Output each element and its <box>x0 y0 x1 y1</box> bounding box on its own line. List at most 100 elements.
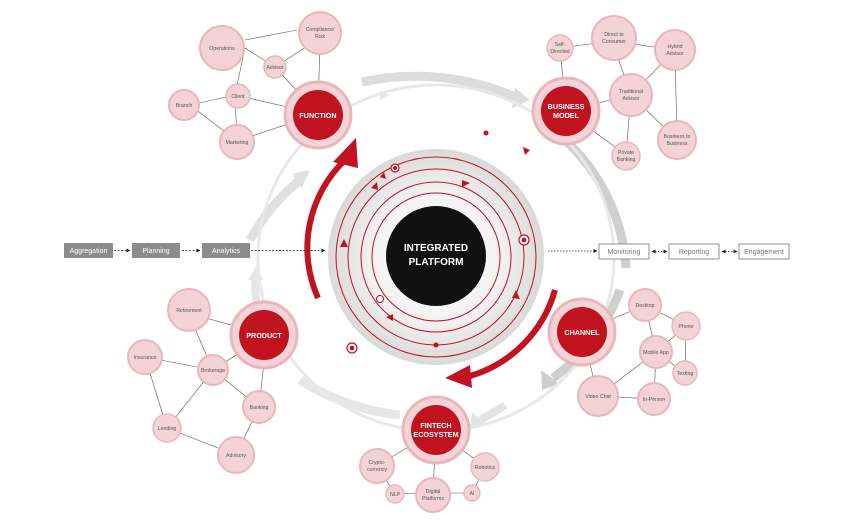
node-insurance <box>127 339 163 375</box>
hub-product <box>239 310 289 360</box>
node-video-chat-label: Video Chat <box>585 394 611 400</box>
node-ai-label: AI <box>470 491 475 497</box>
business-model-cluster: Self- Directed Direct to Consumer Hybrid… <box>531 15 697 171</box>
node-phone-label: Phone <box>678 324 693 330</box>
flow-box-reporting <box>668 243 720 260</box>
center-disc <box>386 206 486 306</box>
flow-label-monitoring: Monitoring <box>608 249 641 256</box>
red-orbits <box>335 156 537 358</box>
node-digital-platforms-label-2: Platforms <box>422 496 444 502</box>
hub-fintech <box>411 405 461 455</box>
node-marketing-label: Marketing <box>226 140 249 146</box>
node-ai <box>463 484 481 502</box>
flow-box-monitoring <box>598 243 650 260</box>
hub-channel <box>557 307 607 357</box>
node-in-person <box>637 382 671 416</box>
node-desktop-label: Desktop <box>635 303 654 309</box>
flow-label-engagement: Engagement <box>744 249 784 256</box>
node-b2b-label-1: Business to <box>664 134 691 140</box>
node-self-directed-label-2: Directed <box>550 49 569 55</box>
orbit-markers <box>340 130 530 354</box>
node-lending <box>152 413 182 443</box>
node-compliance-label-1: Compliance/ <box>306 27 335 33</box>
node-mobile-app-label: Mobile App <box>643 350 669 356</box>
node-self-directed-label-1: Self- <box>555 42 566 48</box>
node-advisor-label: Advisor <box>266 65 284 71</box>
center-label-2: PLATFORM <box>409 257 464 268</box>
center-label-1: INTEGRATED <box>404 243 468 254</box>
node-cryptocurrency <box>359 448 395 484</box>
node-branch <box>168 89 200 121</box>
node-banking <box>242 390 276 424</box>
channel-cluster: Desktop Phone Mobile App Texting Video C… <box>547 288 701 417</box>
hub-fintech-label-1: FINTECH <box>420 421 451 430</box>
hub-fintech-label-2: ECOSYSTEM <box>413 430 458 439</box>
hub-function <box>293 90 343 140</box>
node-crypto-label-1: Crypto- <box>368 460 385 466</box>
hub-business-model <box>541 86 591 136</box>
node-digital-platforms-label-1: Digital <box>426 489 440 495</box>
node-hybrid-advisor-label-1: Hybrid <box>668 44 683 50</box>
node-private-banking-label-1: Private <box>618 150 634 156</box>
node-compliance-label-2: Risk <box>315 34 325 40</box>
node-retirement-label: Retirement <box>176 308 202 314</box>
node-crypto-label-2: currency <box>367 467 387 473</box>
flow-box-engagement <box>738 243 790 260</box>
node-brokerage-label: Brokerage <box>201 368 225 374</box>
hub-function-label: FUNCTION <box>299 111 336 120</box>
node-phone <box>671 311 701 341</box>
hub-business-model-label-1: BUSINESS <box>548 102 585 111</box>
flow-label-analytics: Analytics <box>212 248 241 255</box>
node-banking-label: Banking <box>250 405 269 411</box>
node-video-chat <box>577 375 619 417</box>
node-traditional-advisor-label-1: Traditional <box>619 89 643 95</box>
node-digital-platforms <box>415 477 451 513</box>
node-advisory-label: Advisory <box>226 453 246 459</box>
node-b2b-label-2: Business <box>666 141 687 147</box>
node-advisor <box>263 55 287 79</box>
red-sweep-arrows <box>304 138 558 388</box>
node-operations-label: Operations <box>209 46 235 52</box>
node-compliance <box>298 11 342 55</box>
flow-label-aggregation: Aggregation <box>70 248 108 255</box>
node-nlp <box>385 484 405 504</box>
node-robotics <box>470 452 500 482</box>
node-business-to-business <box>657 120 697 160</box>
flow-label-planning: Planning <box>142 248 169 255</box>
node-traditional-advisor-label-2: Advisor <box>622 96 640 102</box>
node-insurance-label: Insurance <box>134 355 157 361</box>
flow-label-reporting: Reporting <box>679 249 709 256</box>
node-hybrid-advisor <box>654 29 696 71</box>
flow-left: Aggregation Planning Analytics <box>64 243 326 258</box>
node-private-banking <box>611 141 641 171</box>
hub-business-model-label-2: MODEL <box>553 111 580 120</box>
node-texting <box>672 360 698 386</box>
product-cluster: Retirement Insurance Brokerage Banking L… <box>127 288 299 474</box>
node-direct-consumer <box>591 15 637 61</box>
node-robotics-label: Robotics <box>475 465 496 471</box>
node-client-label: Client <box>231 94 245 100</box>
node-hybrid-advisor-label-2: Advisor <box>666 51 684 57</box>
flow-box-aggregation <box>64 243 113 258</box>
node-direct-consumer-label-2: Consumer <box>602 39 626 45</box>
node-in-person-label: In-Person <box>643 397 666 403</box>
node-retirement <box>167 288 211 332</box>
node-mobile-app <box>639 335 673 369</box>
node-desktop <box>628 288 662 322</box>
node-marketing <box>219 124 255 160</box>
fintech-cluster: Crypto- currency Robotics NLP Digital Pl… <box>359 395 500 513</box>
node-branch-label: Branch <box>176 103 193 109</box>
integrated-platform: INTEGRATED PLATFORM <box>386 206 486 306</box>
node-private-banking-label-2: Banking <box>617 157 636 163</box>
hub-product-label: PRODUCT <box>246 331 282 340</box>
flow-right: Monitoring Reporting Engagement <box>548 243 790 260</box>
node-texting-label: Texting <box>677 371 694 377</box>
node-lending-label: Lending <box>158 426 177 432</box>
flow-box-analytics <box>202 243 250 258</box>
hub-channel-label: CHANNEL <box>564 328 600 337</box>
node-traditional-advisor <box>609 73 653 117</box>
node-direct-consumer-label-1: Direct to <box>604 32 623 38</box>
node-self-directed <box>546 34 574 62</box>
node-advisory <box>217 436 255 474</box>
